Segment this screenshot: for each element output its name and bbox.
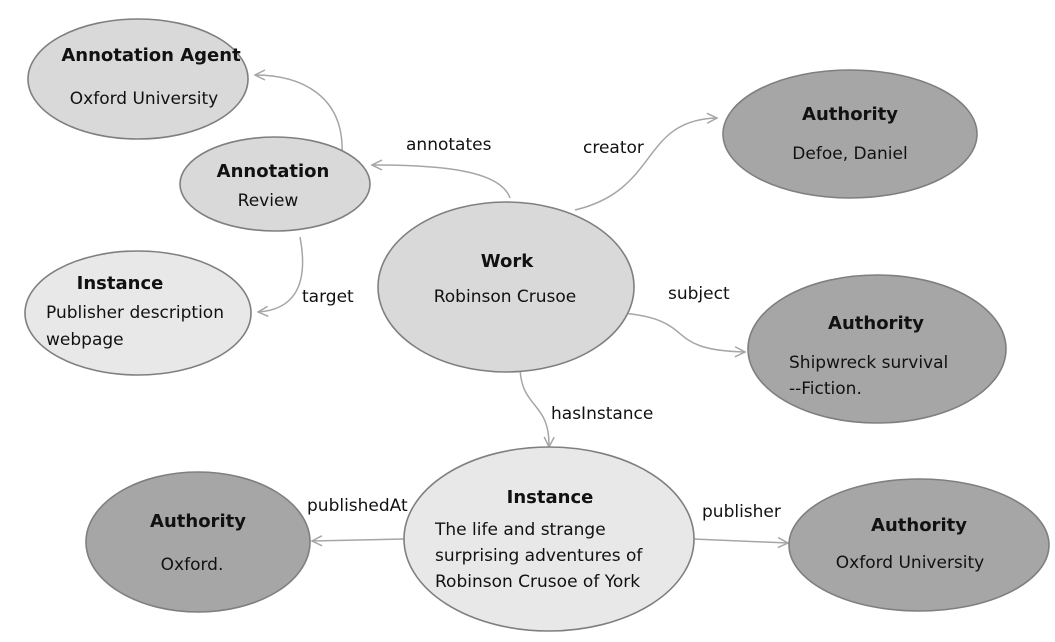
edge-annotates (372, 165, 511, 199)
edge-label-publishedAt: publishedAt (307, 496, 408, 516)
node-authority-subject-line-2: --Fiction. (789, 379, 862, 399)
edge-creator (574, 118, 717, 211)
node-instance-webpage-line-2: webpage (46, 330, 124, 350)
node-authority-creator: Authority Defoe, Daniel (722, 69, 978, 199)
node-instance-book-line-2: surprising adventures of (435, 546, 643, 566)
edge-subject (621, 312, 745, 352)
node-authority-place-title: Authority (150, 511, 246, 532)
edge-publishedAt (312, 539, 406, 541)
node-annotation-line-1: Review (238, 191, 299, 211)
node-work: Work Robinson Crusoe (377, 201, 635, 373)
node-instance-book-line-3: Robinson Crusoe of York (435, 572, 640, 592)
node-authority-place-line-1: Oxford. (161, 555, 224, 575)
node-authority-creator-line-1: Defoe, Daniel (792, 144, 907, 164)
node-instance-webpage: Instance Publisher description webpage (24, 250, 252, 376)
node-instance-book: Instance The life and strange surprising… (403, 446, 695, 632)
node-work-title: Work (481, 251, 534, 272)
node-authority-subject-title: Authority (828, 313, 924, 334)
node-authority-place: Authority Oxford. (85, 471, 311, 613)
edge-label-publisher: publisher (702, 502, 781, 522)
node-authority-creator-title: Authority (802, 104, 898, 125)
node-annotation: Annotation Review (179, 136, 371, 232)
node-authority-subject-line-1: Shipwreck survival (789, 353, 948, 373)
edge-hasInstance (519, 364, 549, 447)
edge-annotation-to-agent (255, 75, 343, 156)
node-annotation-agent: Annotation Agent Oxford University (27, 18, 249, 140)
edge-label-target: target (302, 287, 354, 307)
edge-label-annotates: annotates (406, 135, 492, 155)
node-instance-webpage-title: Instance (77, 273, 164, 294)
node-annotation-agent-line-1: Oxford University (70, 89, 218, 109)
node-authority-publisher-title: Authority (871, 515, 967, 536)
node-authority-publisher: Authority Oxford University (788, 478, 1050, 612)
edge-label-hasInstance: hasInstance (551, 404, 653, 424)
node-authority-subject: Authority Shipwreck survival --Fiction. (747, 274, 1007, 424)
node-work-line-1: Robinson Crusoe (434, 287, 577, 307)
node-instance-book-title: Instance (507, 487, 594, 508)
edge-target (258, 236, 304, 312)
node-instance-book-line-1: The life and strange (434, 520, 606, 540)
node-authority-publisher-line-1: Oxford University (836, 553, 984, 573)
node-annotation-title: Annotation (217, 161, 330, 182)
edge-publisher (692, 539, 788, 543)
edge-label-creator: creator (583, 138, 644, 158)
edge-label-subject: subject (668, 284, 730, 304)
node-annotation-agent-title: Annotation Agent (61, 45, 241, 66)
node-instance-webpage-line-1: Publisher description (46, 303, 224, 323)
